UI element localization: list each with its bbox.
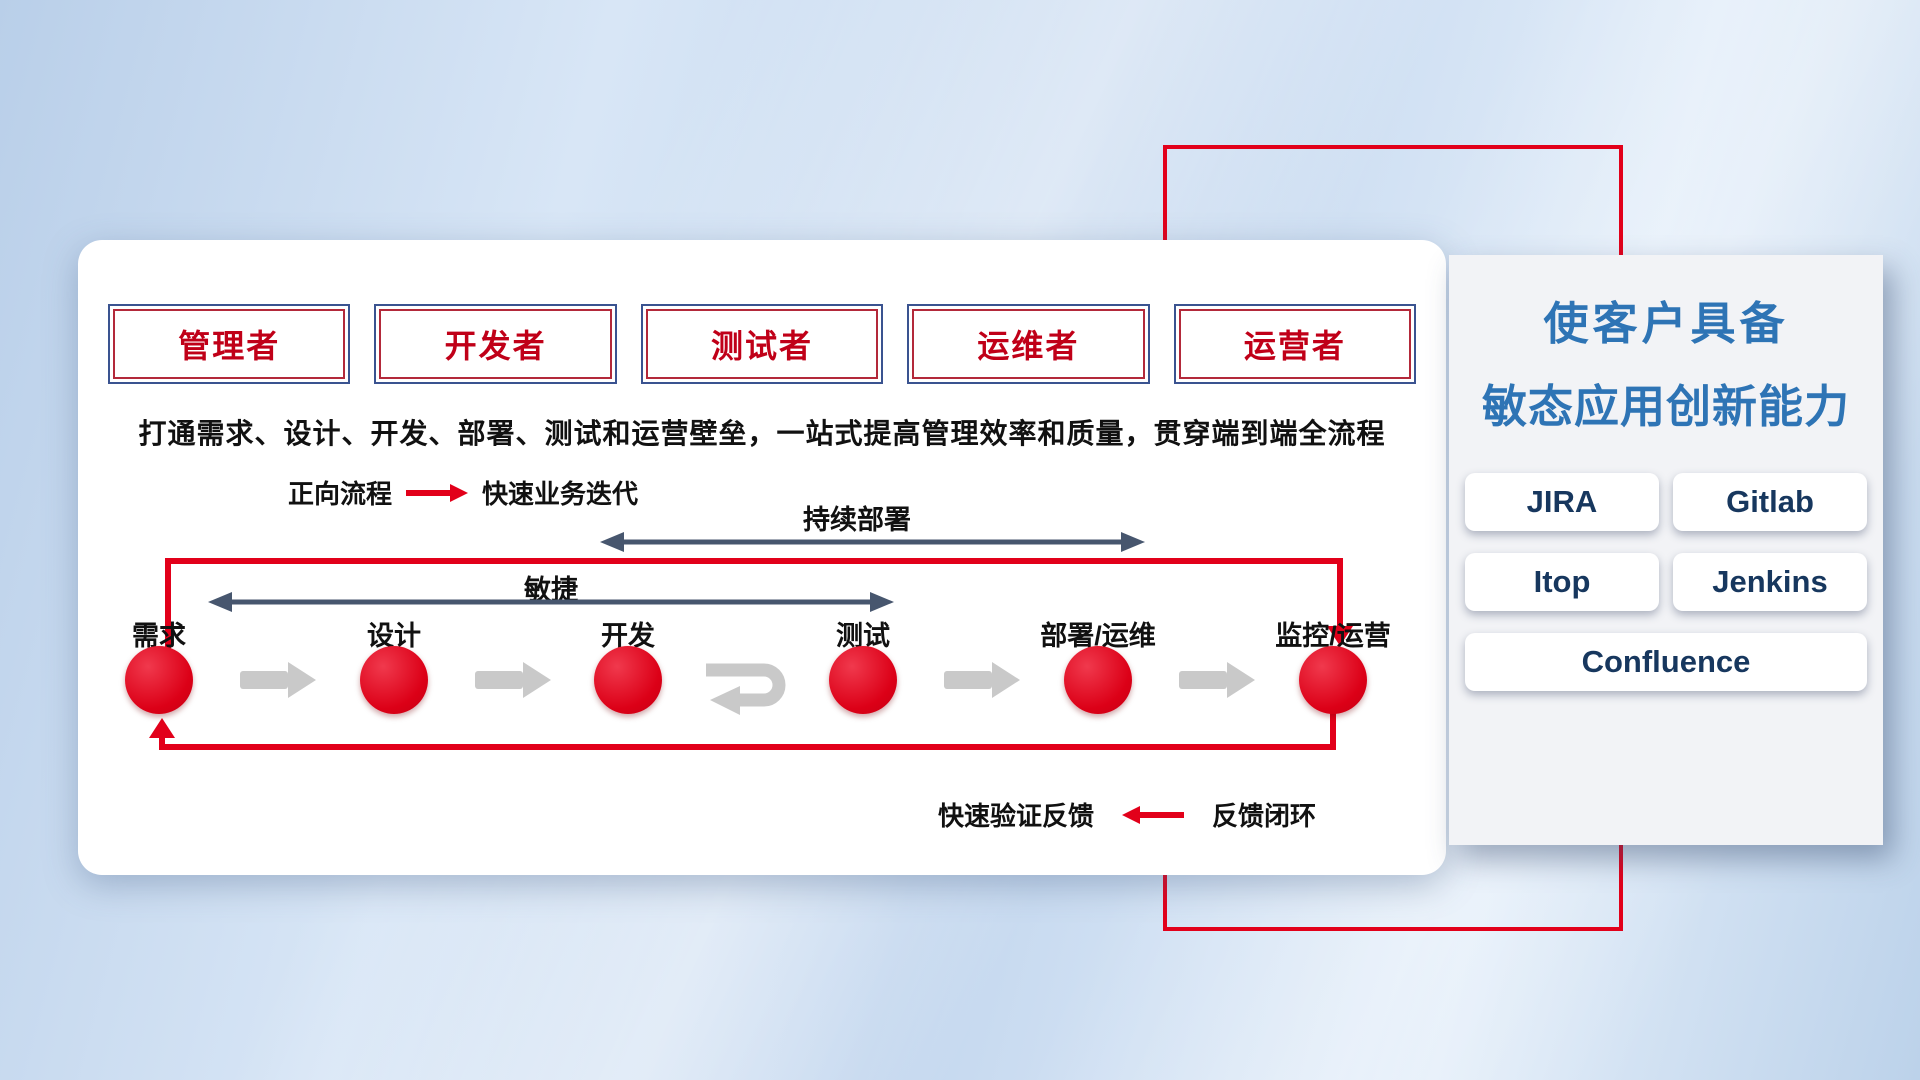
- red-right-arrow-icon: [406, 483, 469, 502]
- stage-dot: [360, 646, 428, 714]
- stage-dot: [1064, 646, 1132, 714]
- process-description: 打通需求、设计、开发、部署、测试和运营壁垒，一站式提高管理效率和质量，贯穿端到端…: [138, 418, 1386, 449]
- feedback-legend-label: 快速验证反馈: [938, 801, 1095, 831]
- role-label: 开发者: [444, 328, 547, 364]
- forward-legend-label: 正向流程: [288, 479, 393, 509]
- side-panel: 使客户具备 敏态应用创新能力 JIRA Gitlab Itop Jenkins …: [1449, 255, 1883, 845]
- role-label: 运营者: [1243, 328, 1346, 364]
- role-box-developer: 开发者: [374, 304, 617, 384]
- role-box-operator: 运营者: [1173, 304, 1417, 384]
- feedback-loop-path: [149, 710, 1336, 750]
- tool-chip-gitlab: Gitlab: [1673, 473, 1867, 531]
- flow-arrow-icon: [240, 662, 316, 698]
- stage-dot: [829, 646, 897, 714]
- roles-row: 管理者 开发者 测试者 运维者 运营者: [78, 304, 1446, 384]
- stage-dot: [594, 646, 662, 714]
- role-label: 管理者: [178, 328, 281, 364]
- flow-diagram: [149, 532, 1353, 750]
- role-label: 测试者: [711, 328, 814, 364]
- role-label: 运维者: [977, 328, 1080, 364]
- tools-grid: JIRA Gitlab Itop Jenkins Confluence: [1465, 473, 1867, 691]
- panel-title-line2: 敏态应用创新能力: [1481, 381, 1850, 432]
- flow-arrow-icon: [1179, 662, 1255, 698]
- role-box-manager: 管理者: [108, 304, 351, 384]
- panel-title-line1: 使客户具备: [1543, 298, 1789, 349]
- flow-arrow-icon: [475, 662, 551, 698]
- role-box-ops: 运维者: [907, 304, 1150, 384]
- continuous-deployment-label: 持续部署: [803, 505, 911, 535]
- tool-chip-confluence: Confluence: [1465, 633, 1867, 691]
- stage-dot: [125, 646, 193, 714]
- tool-chip-itop: Itop: [1465, 553, 1659, 611]
- tool-chip-jira: JIRA: [1465, 473, 1659, 531]
- iteration-loop-icon: [706, 663, 786, 715]
- role-box-tester: 测试者: [640, 304, 884, 384]
- flow-arrow-icon: [944, 662, 1020, 698]
- tool-chip-jenkins: Jenkins: [1673, 553, 1867, 611]
- red-left-arrow-icon: [1122, 805, 1185, 824]
- agile-span-arrow: [208, 592, 894, 612]
- forward-legend: 正向流程 快速业务迭代: [288, 474, 638, 511]
- continuous-deployment-span-arrow: [600, 532, 1145, 552]
- stage-dot: [1299, 646, 1367, 714]
- feedback-legend-value: 反馈闭环: [1212, 801, 1317, 831]
- forward-loop-path: [165, 558, 1353, 652]
- forward-legend-value: 快速业务迭代: [482, 479, 639, 509]
- feedback-legend: 快速验证反馈 反馈闭环: [938, 796, 1316, 833]
- main-card: 管理者 开发者 测试者 运维者 运营者 打通需求、设计、开发、部署、测试和运营壁…: [78, 240, 1446, 875]
